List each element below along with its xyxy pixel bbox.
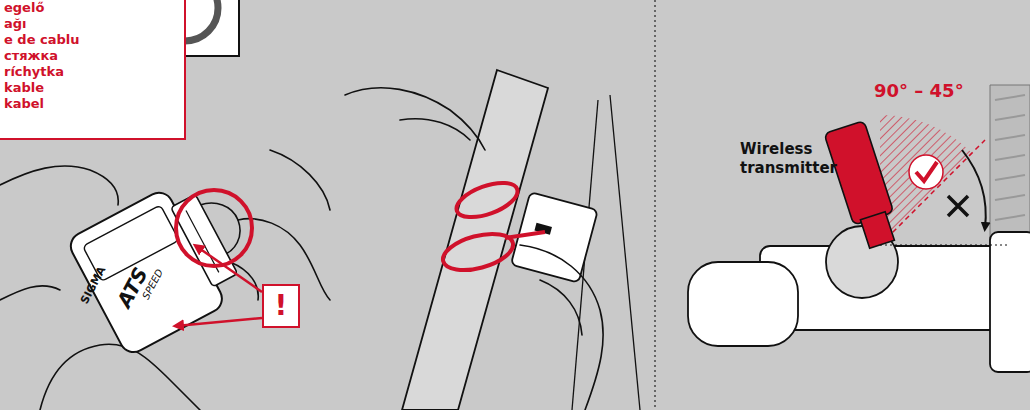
transmitter-foot bbox=[860, 212, 894, 249]
spoke bbox=[610, 95, 640, 410]
reference-line bbox=[880, 245, 1010, 246]
handlebar-grip bbox=[688, 262, 798, 346]
hand-outline bbox=[520, 245, 603, 410]
finger-outline bbox=[540, 280, 582, 335]
node-text: ! bbox=[264, 286, 298, 326]
hands-left bbox=[0, 150, 330, 410]
angle-sector bbox=[880, 115, 972, 245]
warning-box: ! bbox=[262, 284, 300, 328]
node-text: e de cablu bbox=[4, 32, 184, 48]
highlight-circle bbox=[176, 190, 252, 266]
cable-tie bbox=[452, 176, 522, 224]
hands-middle bbox=[345, 88, 603, 410]
node-text: ríchytka bbox=[4, 64, 184, 80]
hand-outline bbox=[0, 286, 60, 300]
check-circle bbox=[909, 155, 943, 189]
node-text: egelő bbox=[4, 0, 184, 16]
cross-mark bbox=[948, 196, 968, 216]
node-text: kable bbox=[4, 80, 184, 96]
hand-outline bbox=[270, 150, 330, 210]
node-text: kabel bbox=[4, 96, 184, 112]
translation-box: egelőağıe de cabluстяжкаríchytkakablekab… bbox=[0, 0, 186, 140]
rotation-arrow bbox=[962, 150, 986, 228]
cable-tie-end bbox=[505, 232, 545, 238]
angle-label: 90° – 45° bbox=[874, 80, 964, 101]
hand-outline bbox=[0, 166, 118, 205]
sensor-body bbox=[511, 192, 598, 283]
hand-outline bbox=[345, 88, 485, 150]
attention-arrow bbox=[196, 246, 262, 292]
attention-arrow bbox=[176, 318, 262, 326]
angle-limit bbox=[880, 140, 985, 245]
hand-outline bbox=[40, 344, 200, 410]
check-mark bbox=[916, 162, 937, 181]
node-text: стяжка bbox=[4, 48, 184, 64]
tire-tread bbox=[995, 95, 1025, 220]
speed-sensor bbox=[511, 192, 598, 283]
handlebar-panel bbox=[688, 85, 1030, 372]
cable-tie bbox=[439, 227, 517, 277]
tire bbox=[990, 85, 1030, 250]
part-label: Wireless transmitter bbox=[740, 140, 850, 178]
finger-outline bbox=[400, 119, 470, 140]
stem bbox=[990, 232, 1030, 372]
wireless-transmitter-device bbox=[824, 121, 902, 251]
panel-separator bbox=[654, 0, 656, 410]
node-text: ağı bbox=[4, 16, 184, 32]
